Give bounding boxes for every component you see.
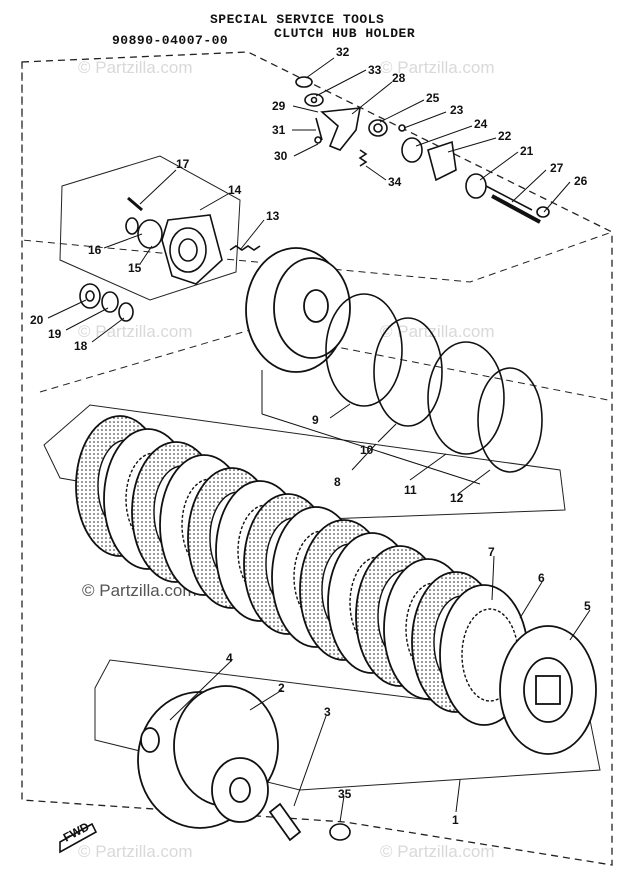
callout-30: 30: [274, 149, 288, 163]
callout-numbers: 32 33 28 25 23 24 22 21 27 26 29 31 30 3…: [30, 45, 591, 845]
callout-20: 20: [30, 313, 44, 327]
callout-6: 6: [538, 571, 545, 585]
clutch-housing: [137, 685, 302, 842]
header-title: SPECIAL SERVICE TOOLS: [210, 12, 385, 27]
callout-22: 22: [498, 129, 512, 143]
callout-18: 18: [74, 339, 88, 353]
group-box-1: [94, 659, 601, 791]
fwd-arrow: [59, 822, 98, 854]
rings: [325, 293, 543, 473]
watermark: © Partzilla.com: [380, 322, 495, 341]
callout-2: 2: [278, 681, 285, 695]
group-box-8-12: [43, 404, 566, 521]
callout-19: 19: [48, 327, 62, 341]
callout-14: 14: [228, 183, 242, 197]
callout-33: 33: [368, 63, 382, 77]
dashed-subgroup-top: [21, 62, 613, 283]
release-lever-assembly: [295, 76, 550, 224]
callout-28: 28: [392, 71, 406, 85]
callout-3: 3: [324, 705, 331, 719]
callout-15: 15: [128, 261, 142, 275]
watermark: © Partzilla.com: [78, 842, 193, 861]
callout-31: 31: [272, 123, 286, 137]
callout-27: 27: [550, 161, 564, 175]
callout-10: 10: [360, 443, 374, 457]
clutch-holder: [125, 196, 261, 285]
callout-29: 29: [272, 99, 286, 113]
callout-26: 26: [574, 174, 588, 188]
header-tool-name: CLUTCH HUB HOLDER: [274, 26, 416, 41]
group-box-14: [59, 155, 241, 301]
callout-25: 25: [426, 91, 440, 105]
friction-plate-stack: [75, 415, 529, 726]
callout-12: 12: [450, 491, 464, 505]
callout-23: 23: [450, 103, 464, 117]
header-part-number: 90890-04007-00: [112, 33, 229, 48]
watermark: © Partzilla.com: [380, 842, 495, 861]
callout-9: 9: [312, 413, 319, 427]
watermark: © Partzilla.com: [82, 581, 197, 600]
callout-8: 8: [334, 475, 341, 489]
dashed-boundary: [21, 51, 613, 866]
callout-16: 16: [88, 243, 102, 257]
callout-35: 35: [338, 787, 352, 801]
callout-5: 5: [584, 599, 591, 613]
callout-17: 17: [176, 157, 190, 171]
leader-lines: [47, 57, 591, 823]
watermark: © Partzilla.com: [78, 58, 193, 77]
callout-24: 24: [474, 117, 488, 131]
watermark: © Partzilla.com: [380, 58, 495, 77]
washer-stack: [79, 283, 134, 322]
callout-21: 21: [520, 144, 534, 158]
watermark: © Partzilla.com: [78, 322, 193, 341]
washer-35: [329, 823, 351, 841]
callout-32: 32: [336, 45, 350, 59]
callout-4: 4: [226, 651, 233, 665]
callout-7: 7: [488, 545, 495, 559]
callout-11: 11: [404, 483, 417, 497]
callout-1: 1: [452, 813, 459, 827]
clutch-boss: [245, 247, 351, 373]
pressure-plate: [499, 625, 597, 755]
callout-13: 13: [266, 209, 280, 223]
callout-34: 34: [388, 175, 402, 189]
